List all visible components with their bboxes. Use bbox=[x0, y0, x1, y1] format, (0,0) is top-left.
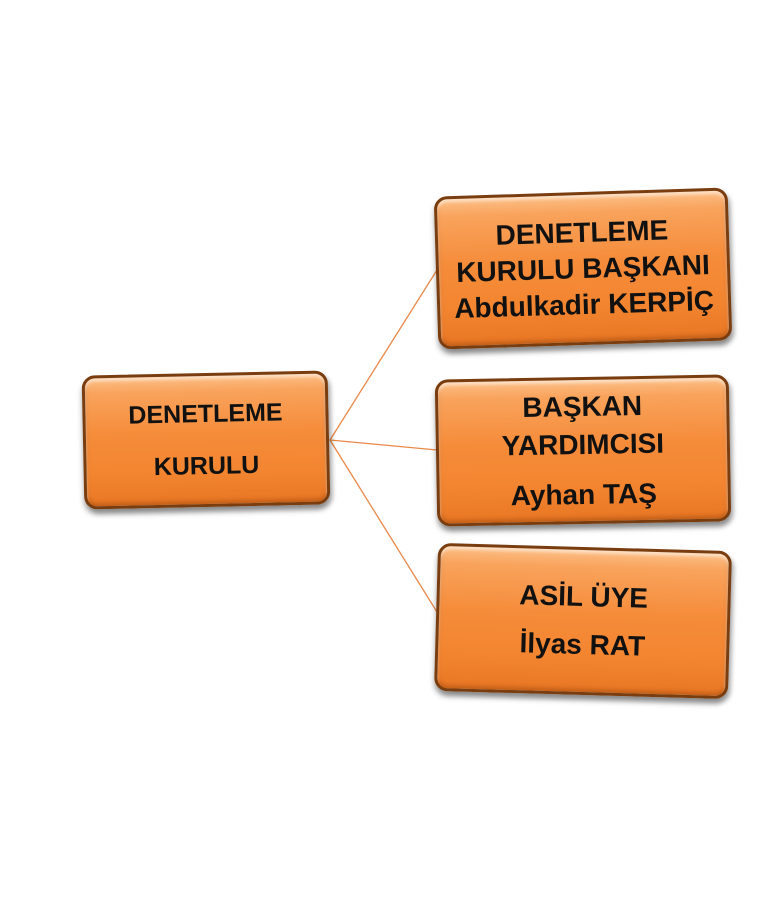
vice-chairman-node-line-1: BAŞKAN bbox=[522, 389, 643, 423]
root-node-title-line-2: KURULU bbox=[153, 450, 260, 482]
connector-to-vice-chairman bbox=[329, 439, 438, 451]
member-node: ASİL ÜYE İlyas RAT bbox=[433, 542, 733, 700]
member-node-name: İlyas RAT bbox=[519, 627, 646, 662]
root-node-audit-board: DENETLEME KURULU bbox=[81, 370, 331, 510]
chairman-node-name: Abdulkadir KERPİÇ bbox=[453, 284, 715, 324]
connector-to-chairman bbox=[329, 269, 438, 441]
chairman-node-line-1: DENETLEME bbox=[495, 213, 669, 251]
member-node-role: ASİL ÜYE bbox=[518, 579, 649, 614]
root-node-title-line-1: DENETLEME bbox=[128, 398, 283, 430]
vice-chairman-node-line-2: YARDIMCISI bbox=[501, 427, 665, 461]
vice-chairman-node-name: Ayhan TAŞ bbox=[510, 477, 658, 511]
chairman-node: DENETLEME KURULU BAŞKANI Abdulkadir KERP… bbox=[433, 187, 733, 350]
vice-chairman-node: BAŞKAN YARDIMCISI Ayhan TAŞ bbox=[434, 374, 732, 527]
connector-to-member bbox=[329, 439, 438, 613]
